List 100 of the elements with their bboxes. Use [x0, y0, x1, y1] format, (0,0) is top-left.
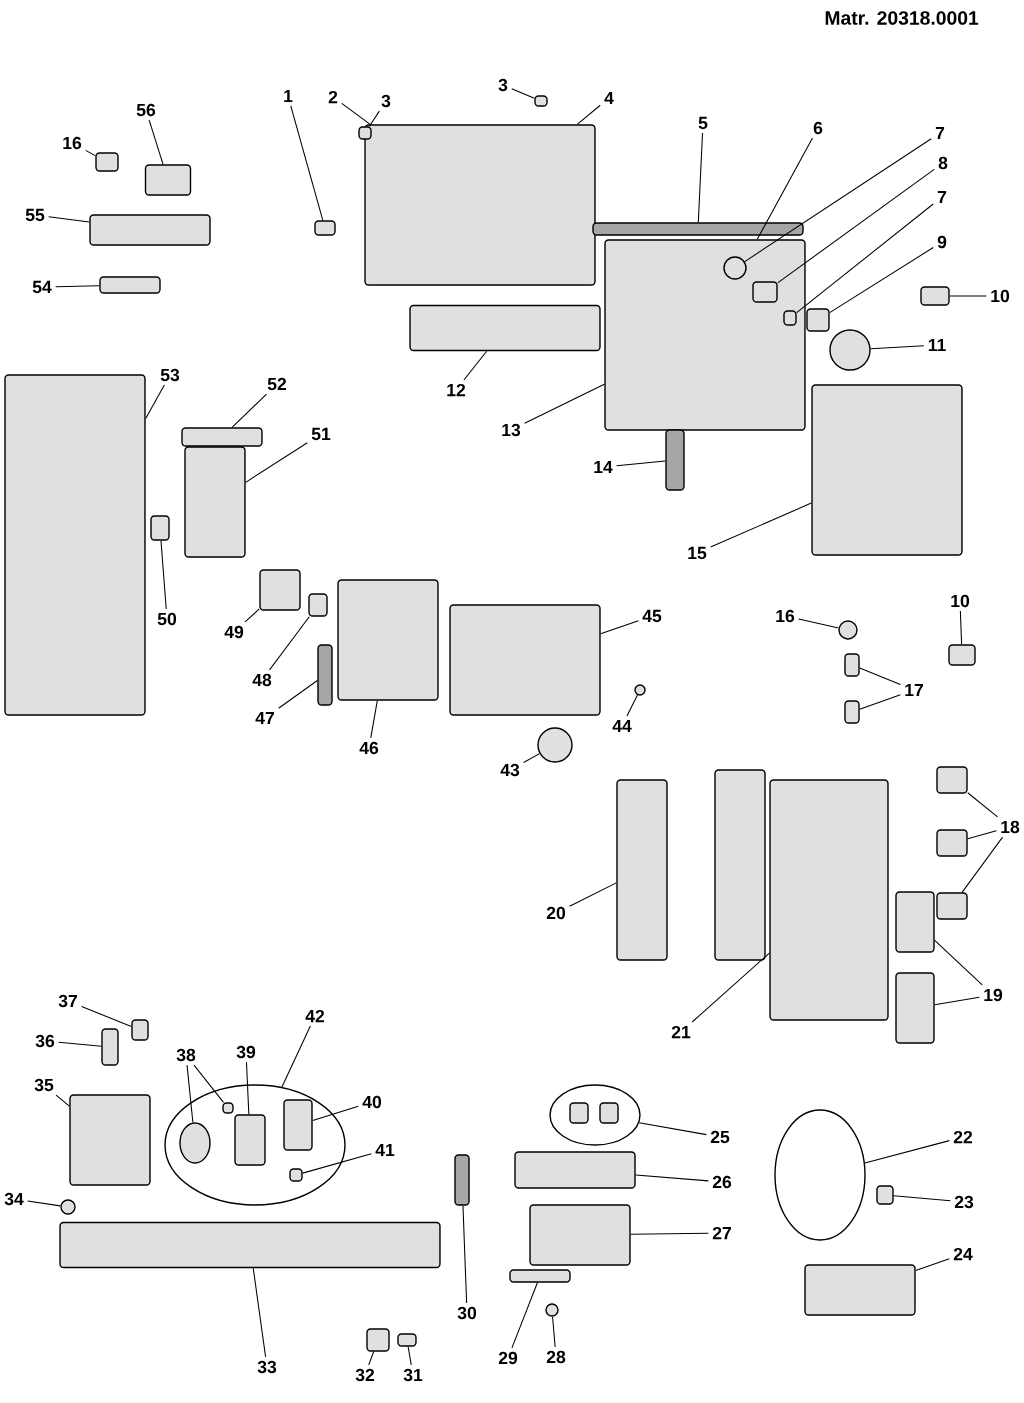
detail-circle: [164, 1084, 346, 1206]
leader-line: [870, 345, 925, 350]
leader-line: [744, 138, 932, 263]
callout-number: 40: [362, 1095, 382, 1109]
part-drawing: [604, 239, 806, 431]
leader-line: [245, 442, 308, 483]
leader-line: [462, 1205, 468, 1304]
callout-number: 23: [954, 1195, 974, 1209]
leader-line: [302, 1153, 372, 1174]
callout-number: 34: [4, 1192, 24, 1206]
callout-number: 33: [257, 1360, 277, 1374]
part-drawing: [366, 1328, 390, 1352]
callout-number: 47: [255, 711, 274, 725]
leader-line: [934, 996, 980, 1006]
callout-number: 15: [688, 546, 707, 560]
part-drawing: [936, 766, 968, 794]
leader-line: [600, 620, 639, 635]
callout-number: 10: [991, 289, 1010, 303]
part-drawing: [876, 1185, 894, 1205]
leader-line: [370, 700, 378, 739]
leader-line: [859, 694, 901, 710]
part-drawing: [289, 1168, 303, 1182]
leader-line: [145, 384, 165, 420]
callout-number: 31: [403, 1368, 423, 1382]
leader-line: [967, 792, 999, 818]
callout-number: 3: [498, 78, 508, 92]
part-drawing: [150, 515, 170, 541]
leader-line: [27, 1200, 61, 1207]
detail-circle: [774, 1109, 866, 1241]
callout-number: 46: [359, 741, 379, 755]
leader-line: [576, 104, 601, 125]
leader-line: [798, 618, 840, 629]
leader-line: [626, 694, 638, 717]
part-drawing: [537, 727, 573, 763]
callout-number: 27: [712, 1226, 731, 1240]
callout-number: 3: [381, 94, 391, 108]
part-drawing: [844, 653, 860, 677]
leader-line: [281, 1025, 311, 1088]
callout-number: 43: [500, 763, 520, 777]
leader-line: [777, 168, 935, 284]
leader-line: [638, 1122, 707, 1136]
callout-number: 52: [267, 377, 287, 391]
leader-line: [85, 149, 96, 157]
part-drawing: [179, 1122, 211, 1164]
part-drawing: [95, 152, 119, 172]
part-drawing: [804, 1264, 916, 1316]
callout-number: 55: [25, 208, 45, 222]
callout-number: 45: [642, 609, 662, 623]
tube-drawing: [454, 1154, 470, 1206]
leader-line: [934, 939, 983, 986]
callout-number: 42: [305, 1009, 325, 1023]
leader-line: [569, 882, 617, 907]
callout-number: 29: [498, 1351, 518, 1365]
part-drawing: [616, 779, 668, 961]
part-drawing: [259, 569, 301, 611]
callout-number: 39: [236, 1045, 256, 1059]
callout-number: 16: [776, 609, 795, 623]
part-drawing: [184, 446, 246, 558]
callout-number: 51: [311, 427, 331, 441]
callout-number: 38: [176, 1048, 196, 1062]
tube-drawing: [665, 429, 685, 491]
leader-line: [463, 350, 488, 381]
callout-number: 18: [1001, 820, 1020, 834]
leader-line: [511, 88, 535, 99]
leader-line: [524, 383, 605, 424]
leader-line: [961, 836, 1004, 893]
leader-line: [81, 1005, 132, 1028]
part-drawing: [895, 891, 935, 953]
leader-line: [710, 502, 812, 548]
detail-circle: [549, 1084, 641, 1146]
part-drawing: [308, 593, 328, 617]
part-drawing: [69, 1094, 151, 1186]
leader-line: [55, 285, 100, 288]
part-drawing: [144, 164, 192, 196]
leader-line: [552, 1316, 556, 1348]
leader-line: [341, 102, 371, 125]
leader-line: [312, 1105, 359, 1121]
leader-line: [244, 608, 260, 623]
part-drawing: [838, 620, 858, 640]
leader-line: [864, 1140, 950, 1164]
part-drawing: [397, 1333, 417, 1347]
leader-line: [269, 616, 310, 671]
leader-line: [630, 1232, 709, 1235]
leader-line: [915, 1258, 950, 1272]
part-drawing: [314, 220, 336, 236]
part-drawing: [936, 829, 968, 857]
leader-line: [252, 1267, 267, 1358]
part-drawing: [101, 1028, 119, 1066]
leader-line: [48, 216, 90, 223]
leader-line: [368, 110, 380, 127]
leader-line: [697, 132, 704, 223]
callout-number: 14: [594, 460, 613, 474]
part-drawing: [99, 276, 161, 294]
callout-number: 21: [671, 1025, 691, 1039]
callout-number: 44: [612, 719, 632, 733]
leader-line: [859, 667, 901, 686]
leader-line: [58, 1041, 102, 1047]
leader-line: [893, 1195, 951, 1202]
part-drawing: [283, 1099, 313, 1151]
callout-number: 4: [604, 91, 614, 105]
